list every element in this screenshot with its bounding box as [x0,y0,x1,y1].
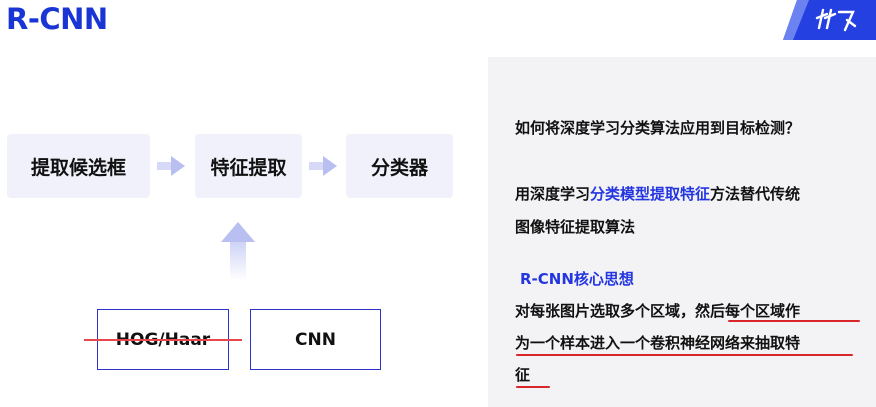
step-classifier: 分类器 [346,134,453,198]
core-line2: 为一个样本进入一个卷积神经网络来抽取特 [515,334,801,352]
underline-mark [516,354,853,356]
underline-mark [516,386,550,388]
panel-question: 如何将深度学习分类算法应用到目标检测？ [515,119,801,137]
answer-highlight: 分类模型提取特征 [590,185,711,203]
underline-mark [728,320,860,322]
method-new-label: CNN [295,329,336,350]
step1-label: 提取候选框 [30,156,126,179]
step-extract-candidates: 提取候选框 [7,134,150,198]
arrow-right-icon [157,156,185,176]
core-line1: 对每张图片选取多个区域，然后每个区域作 [515,302,801,320]
info-panel [488,57,876,407]
step3-label: 分类器 [370,156,428,179]
answer-prefix: 用深度学习 [515,185,591,203]
core-line3: 征 [515,366,531,384]
panel-answer-line2: 图像特征提取算法 [515,218,636,236]
strikethrough-line [84,339,242,341]
arrow-right-icon [309,156,337,176]
slide-title: R-CNN [6,2,108,36]
arrow-up-icon [221,222,255,280]
answer-suffix: 方法替代传统 [710,185,801,203]
step2-label: 特征提取 [210,156,287,179]
method-cnn: CNN [250,309,381,370]
step-feature-extraction: 特征提取 [195,134,302,198]
core-idea-title: R-CNN核心思想 [520,270,634,288]
panel-answer-line1: 用深度学习分类模型提取特征方法替代传统 [515,179,800,209]
brand-logo [783,0,876,40]
